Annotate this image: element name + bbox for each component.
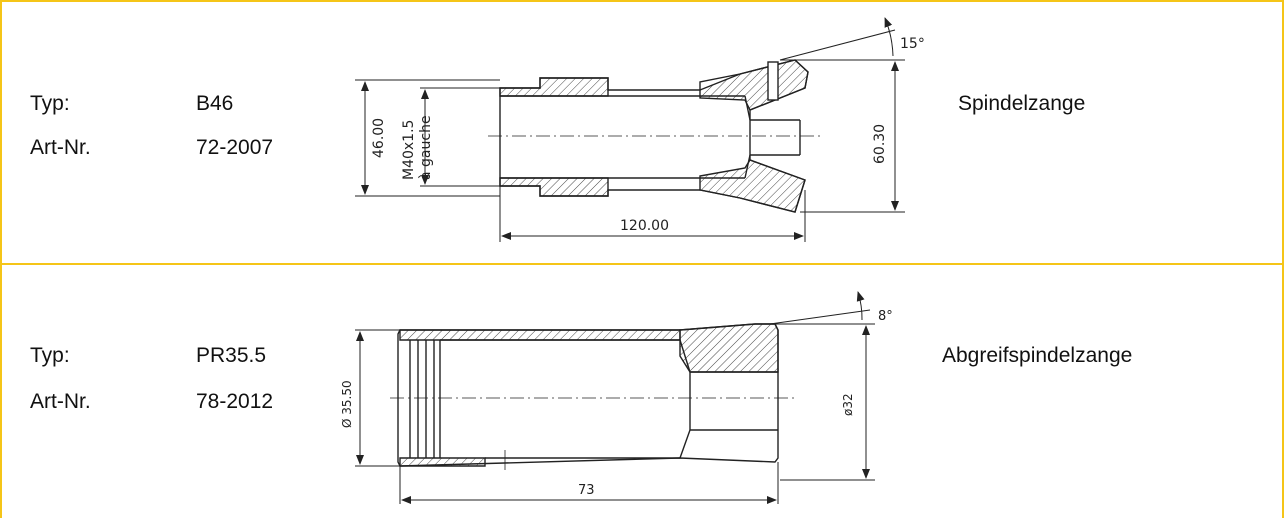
hatch-head-bottom bbox=[699, 159, 806, 213]
row-divider bbox=[0, 263, 1284, 265]
dim-thread: M40x1.5 bbox=[401, 120, 417, 180]
dim-left-dia: Ø 35.50 bbox=[340, 380, 354, 428]
dim-angle: 8° bbox=[878, 309, 893, 324]
dim-right-dia: ø32 bbox=[841, 393, 855, 416]
dim-left-dia: 46.00 bbox=[371, 118, 387, 158]
typ-value: PR35.5 bbox=[196, 344, 267, 367]
hatch-top-wall bbox=[399, 329, 681, 341]
product-name: Spindelzange bbox=[958, 92, 1086, 115]
hatch-bottom-thread bbox=[499, 177, 609, 197]
product-name: Abgreifspindelzange bbox=[942, 344, 1133, 367]
typ-value: B46 bbox=[196, 92, 234, 115]
dim-thread-dir: à gauche bbox=[418, 115, 434, 180]
dim-right-dia: 60.30 bbox=[872, 124, 888, 164]
hatch-head-top bbox=[699, 59, 809, 111]
dim-length: 73 bbox=[578, 483, 595, 498]
dim-length: 120.00 bbox=[620, 218, 669, 234]
art-nr-value: 78-2012 bbox=[196, 390, 274, 413]
drawing-spindelzange bbox=[355, 17, 905, 242]
hatch-top-thread bbox=[499, 77, 609, 97]
product-row-2 bbox=[0, 264, 1284, 518]
product-row-1 bbox=[0, 0, 1284, 264]
drawing-abgreifspindelzange bbox=[355, 291, 875, 504]
art-nr-value: 72-2007 bbox=[196, 136, 274, 159]
typ-label: Typ: bbox=[30, 344, 70, 367]
art-nr-label: Art-Nr. bbox=[30, 390, 91, 413]
typ-label: Typ: bbox=[30, 92, 70, 115]
hatch-bottom-wall bbox=[399, 457, 486, 467]
hatch-head bbox=[679, 323, 779, 373]
dim-angle: 15° bbox=[900, 36, 925, 52]
art-nr-label: Art-Nr. bbox=[30, 136, 91, 159]
